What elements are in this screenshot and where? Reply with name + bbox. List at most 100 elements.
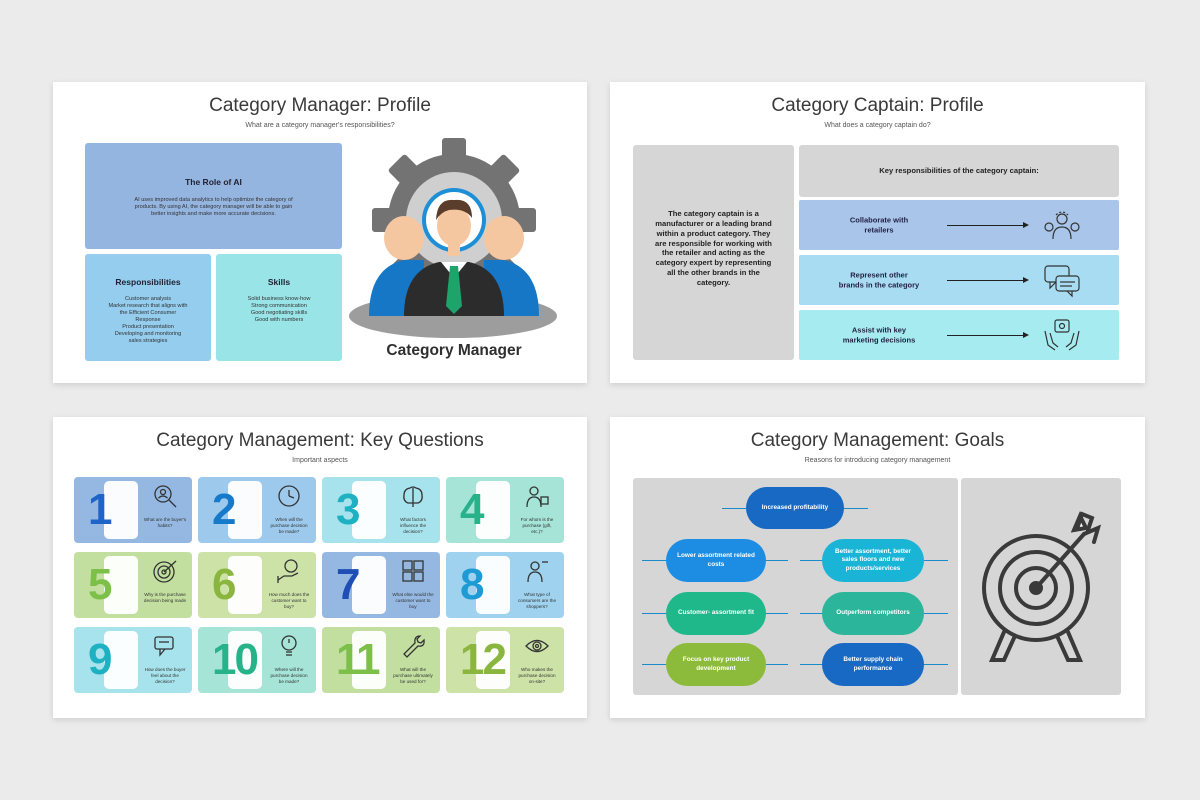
header-text: Key responsibilities of the category cap… bbox=[879, 166, 1039, 175]
text-line: feel about the bbox=[151, 672, 179, 678]
text-line: How much does the bbox=[268, 592, 310, 597]
text-line: purchase (gift, bbox=[522, 522, 552, 528]
number-tab bbox=[352, 481, 386, 539]
slide-subtitle: What are a category manager's responsibi… bbox=[245, 122, 395, 129]
chat-bubbles-icon bbox=[1044, 265, 1080, 298]
hands-decision-icon bbox=[1044, 319, 1080, 351]
goal-pill: Increased profitability bbox=[746, 487, 844, 529]
text-line: What factors bbox=[400, 517, 426, 522]
speech-icon bbox=[154, 636, 174, 657]
slide-subtitle: What does a category captain do? bbox=[824, 122, 931, 129]
text-line: customer want to bbox=[395, 597, 431, 603]
wrench-icon bbox=[403, 635, 425, 658]
text-line: habits? bbox=[157, 522, 173, 528]
captain-description-text: The category captain is a manufacturer o… bbox=[637, 209, 790, 288]
text-line: Developing and monitoring bbox=[114, 330, 182, 337]
responsibilities-text: Customer analysis Market research that a… bbox=[89, 296, 207, 345]
text-line: What will the bbox=[399, 667, 427, 672]
connector-line bbox=[800, 560, 822, 562]
slide-title: Category Manager: Profile bbox=[209, 95, 431, 116]
text-line: decision? bbox=[403, 528, 423, 534]
text-line: be made? bbox=[278, 528, 300, 534]
text-line: What else would the bbox=[392, 592, 434, 597]
shopper-icon bbox=[527, 561, 548, 583]
text-line: the Efficient Consumer bbox=[119, 309, 177, 316]
goal-pill: Customer- assortment fit bbox=[666, 592, 766, 635]
text-line: The category captain is a bbox=[668, 209, 759, 218]
question-number: 2 bbox=[212, 485, 237, 534]
question-number: 6 bbox=[212, 560, 237, 609]
text-line: brands in the category bbox=[838, 280, 920, 289]
clock-icon bbox=[278, 485, 300, 507]
text-line: decision? bbox=[155, 678, 175, 684]
responsibility-row: Represent other brands in the category bbox=[799, 255, 1119, 305]
text-line: costs bbox=[707, 560, 725, 568]
connector-line bbox=[766, 560, 788, 562]
text-line: purchase decision bbox=[270, 672, 308, 678]
text-line: decision being made bbox=[143, 597, 187, 603]
slide-title: Category Management: Goals bbox=[750, 430, 1005, 451]
text-line: How does the buyer bbox=[144, 667, 186, 672]
question-number: 5 bbox=[88, 560, 113, 609]
text-line: buy? bbox=[284, 603, 294, 609]
responsibilities-box: Responsibilities Customer analysis Marke… bbox=[85, 254, 211, 361]
number-tab bbox=[476, 631, 510, 689]
target-icon bbox=[153, 560, 177, 583]
text-line: Customer analysis bbox=[124, 296, 171, 302]
location-bulb-icon bbox=[281, 635, 297, 656]
connector-line bbox=[924, 664, 948, 666]
text-line: within a product category. They bbox=[656, 228, 771, 238]
number-tab bbox=[104, 556, 138, 614]
text-line: are responsible for working with bbox=[655, 238, 772, 248]
ai-role-text: AI uses improved data analytics to help … bbox=[93, 197, 334, 218]
text-line: Represent other bbox=[850, 270, 908, 280]
text-line: all the other brands in the bbox=[667, 268, 760, 278]
text-line: marketing decisions bbox=[842, 335, 916, 344]
text-line: category expert by representing bbox=[655, 258, 772, 268]
text-line: be used for? bbox=[400, 678, 426, 684]
connector-line bbox=[766, 664, 788, 666]
text-line: Customer- assortment fit bbox=[678, 609, 754, 617]
text-line: retailers bbox=[864, 225, 894, 234]
question-number: 8 bbox=[460, 560, 485, 609]
text-line: Good negotiating skills bbox=[250, 309, 308, 316]
slide-category-manager-profile: Category Manager: Profile What are a cat… bbox=[53, 82, 587, 383]
text-line: Solid business know-how bbox=[247, 296, 311, 302]
text-line: AI uses improved data analytics to help … bbox=[134, 197, 293, 203]
text-line: Lower assortment related bbox=[677, 552, 755, 560]
brain-icon bbox=[403, 486, 423, 507]
category-manager-illustration bbox=[349, 138, 557, 338]
text-line: Product presentation bbox=[122, 323, 174, 330]
text-line: Strong communication bbox=[251, 302, 307, 309]
gift-person-icon bbox=[526, 486, 549, 508]
text-line: Good with numbers bbox=[254, 316, 304, 323]
responsibility-row: Collaborate with retailers bbox=[799, 200, 1119, 250]
text-line: For whom is the bbox=[520, 517, 554, 522]
goal-pill: Lower assortment related costs bbox=[666, 539, 766, 582]
responsibility-label: Represent other brands in the category bbox=[819, 270, 939, 290]
text-line: purchase decision bbox=[518, 672, 556, 678]
connector-line bbox=[800, 664, 822, 666]
connector-line bbox=[722, 508, 746, 510]
text-line: buy bbox=[409, 603, 417, 609]
number-tab bbox=[476, 556, 510, 614]
puzzle-icon bbox=[402, 560, 424, 582]
goal-pill: Better assortment, better sales floors a… bbox=[822, 539, 924, 582]
question-number: 10 bbox=[212, 635, 259, 684]
target-arrow-icon bbox=[982, 511, 1102, 662]
number-tab bbox=[476, 481, 510, 539]
responsibility-row: Assist with key marketing decisions bbox=[799, 310, 1119, 360]
arrow-right-icon bbox=[947, 220, 1029, 230]
connector-line bbox=[642, 664, 666, 666]
text-line: When will the bbox=[275, 517, 303, 522]
